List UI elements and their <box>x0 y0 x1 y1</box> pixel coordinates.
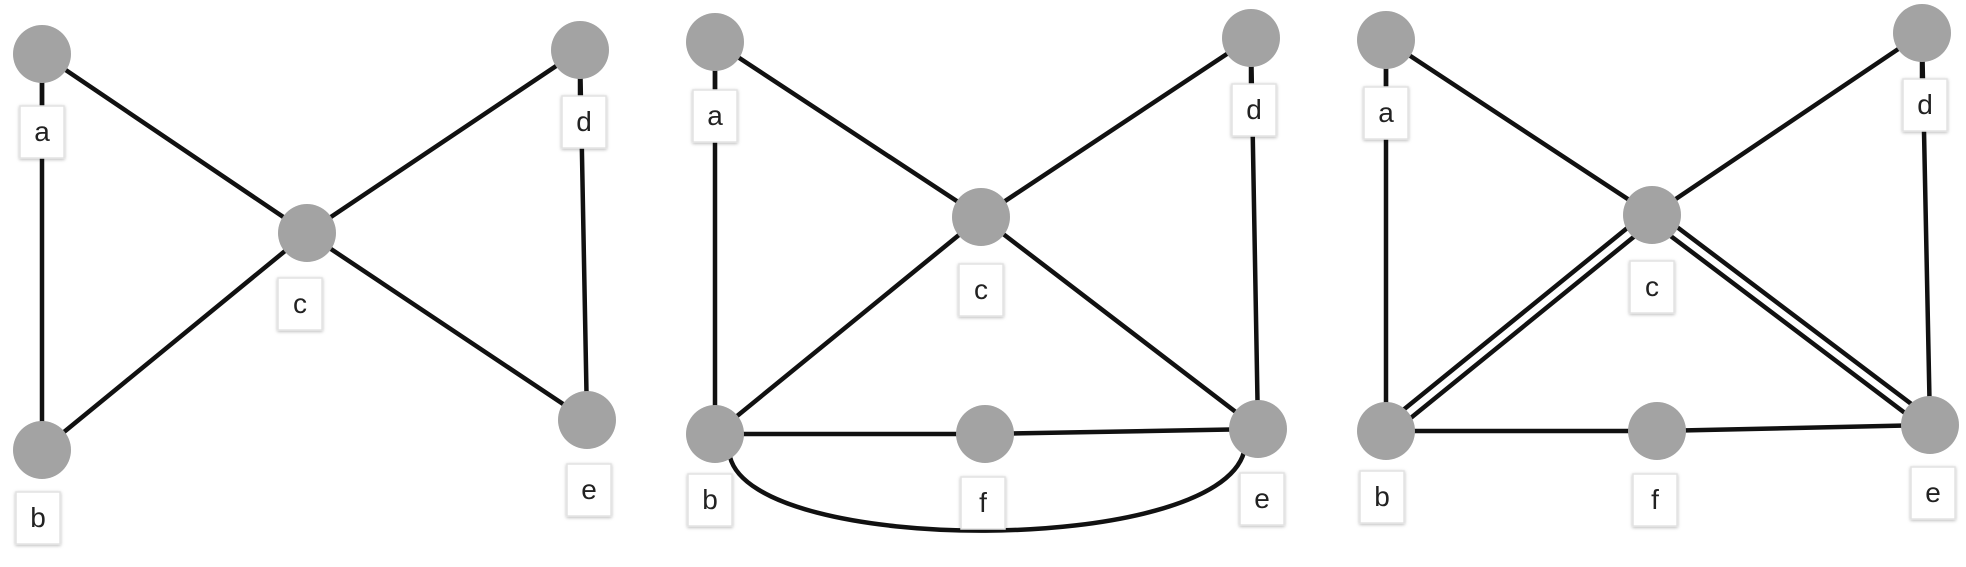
graph-1-label-text-b: b <box>30 502 46 533</box>
graph-2-edge-b-c <box>712 214 984 437</box>
graph-1-label-c: c <box>277 277 323 331</box>
graph-1-node-d <box>551 21 609 79</box>
graph-1-label-text-e: e <box>581 474 597 505</box>
graph-2-edge-b-e <box>727 449 1247 533</box>
graph-2-label-text-e: e <box>1254 483 1270 514</box>
graph-2-label-box-e <box>1239 472 1285 526</box>
graph-1-node-a <box>13 25 71 83</box>
graph-3-node-c <box>1623 186 1681 244</box>
graph-3-label-text-f: f <box>1651 484 1659 515</box>
graph-1-edge-b-c <box>39 230 310 453</box>
graph-1-label-box-b <box>15 491 61 545</box>
graph-1-label-box-e <box>566 463 612 517</box>
graph-3-edge-c-d <box>1649 30 1925 218</box>
graph-3-label-d: d <box>1902 78 1948 132</box>
graph-1-edge-a-c <box>39 51 310 236</box>
graph-2-label-box-c <box>958 263 1004 317</box>
graph-2-label-c: c <box>958 263 1004 317</box>
graph-3-label-box-b <box>1359 470 1405 524</box>
graph-1-labels: a b c d e <box>15 95 612 545</box>
graph-2-nodes <box>686 9 1287 463</box>
graph-1-nodes <box>13 21 616 479</box>
graph-3-edge-c-e-1 <box>1653 208 1936 423</box>
graph-3-edge-c-e-2 <box>1646 217 1929 432</box>
graph-1-edge-c-e <box>304 230 590 423</box>
graph-3-label-text-a: a <box>1378 97 1394 128</box>
graph-1-label-e: e <box>566 463 612 517</box>
graph-2-label-f: f <box>960 476 1006 530</box>
graph-2-label-b: b <box>687 473 733 527</box>
graph-2-label-a: a <box>692 89 738 143</box>
graph-1-label-d: d <box>561 95 607 149</box>
graph-2-node-c <box>952 188 1010 246</box>
graph-3-nodes <box>1357 4 1959 460</box>
graph-1-label-text-a: a <box>34 116 50 147</box>
graph-3-node-d <box>1893 4 1951 62</box>
graph-2-label-text-d: d <box>1246 94 1262 125</box>
graph-3-node-f <box>1628 402 1686 460</box>
graph-1-node-c <box>278 204 336 262</box>
graph-1-label-text-c: c <box>293 288 307 319</box>
graph-3-label-text-b: b <box>1374 481 1390 512</box>
graph-2-node-a <box>686 13 744 71</box>
graph-3-label-box-f <box>1632 473 1678 527</box>
graph-3-edge-b-c-1 <box>1380 208 1651 429</box>
graph-1-label-a: a <box>19 105 65 159</box>
graph-1-label-box-d <box>561 95 607 149</box>
graph-2-label-text-f: f <box>979 487 987 518</box>
graph-2-label-box-a <box>692 89 738 143</box>
graph-3-label-c: c <box>1629 260 1675 314</box>
graph-2-label-d: d <box>1231 83 1277 137</box>
graph-3-labels: a b c d e f <box>1359 78 1956 527</box>
graph-2-edge-c-e <box>978 214 1261 432</box>
graph-3-edge-f-e <box>1654 422 1933 434</box>
graph-3-node-b <box>1357 402 1415 460</box>
graph-1-label-box-c <box>277 277 323 331</box>
graph-2-label-text-b: b <box>702 484 718 515</box>
graph-3-label-text-d: d <box>1917 89 1933 120</box>
graph-1-label-b: b <box>15 491 61 545</box>
graph-2-label-text-c: c <box>974 274 988 305</box>
graph-3-node-e <box>1901 396 1959 454</box>
graph-3-label-box-e <box>1910 466 1956 520</box>
graph-2-node-e <box>1229 400 1287 458</box>
graph-2-label-text-a: a <box>707 100 723 131</box>
graph-3-label-box-d <box>1902 78 1948 132</box>
nodes-layer <box>13 4 1959 479</box>
edges-layer <box>39 30 1936 533</box>
graph-2-node-f <box>956 405 1014 463</box>
graph-3-node-a <box>1357 11 1415 69</box>
graph-3-label-b: b <box>1359 470 1405 524</box>
graph-3-label-box-c <box>1629 260 1675 314</box>
graph-2-node-d <box>1222 9 1280 67</box>
graph-3-edges <box>1380 30 1936 438</box>
graph-3-label-e: e <box>1910 466 1956 520</box>
graph-3-label-a: a <box>1363 86 1409 140</box>
graph-2-edge-c-d <box>978 35 1254 220</box>
graph-3-label-f: f <box>1632 473 1678 527</box>
graph-1-label-text-d: d <box>576 106 592 137</box>
graph-3-label-text-e: e <box>1925 477 1941 508</box>
graph-2-edge-a-c <box>712 39 984 220</box>
graph-2-edge-f-e <box>982 426 1261 437</box>
graph-3-label-text-c: c <box>1645 271 1659 302</box>
graph-2-node-b <box>686 405 744 463</box>
graph-2-label-e: e <box>1239 472 1285 526</box>
graph-2-labels: a b c d e f <box>687 83 1285 530</box>
graph-2-label-box-b <box>687 473 733 527</box>
graph-3-label-box-a <box>1363 86 1409 140</box>
graph-1-label-box-a <box>19 105 65 159</box>
graph-1-node-e <box>558 391 616 449</box>
graph-3-edge-a-c <box>1383 37 1655 218</box>
graph-3-edge-b-c-2 <box>1387 217 1658 438</box>
graph-1-node-b <box>13 421 71 479</box>
graph-2-label-box-f <box>960 476 1006 530</box>
labels-layer: a b c d e a b c d e f a b c d e f <box>15 78 1956 545</box>
graph-1-edge-c-d <box>304 47 583 236</box>
graph-2-label-box-d <box>1231 83 1277 137</box>
